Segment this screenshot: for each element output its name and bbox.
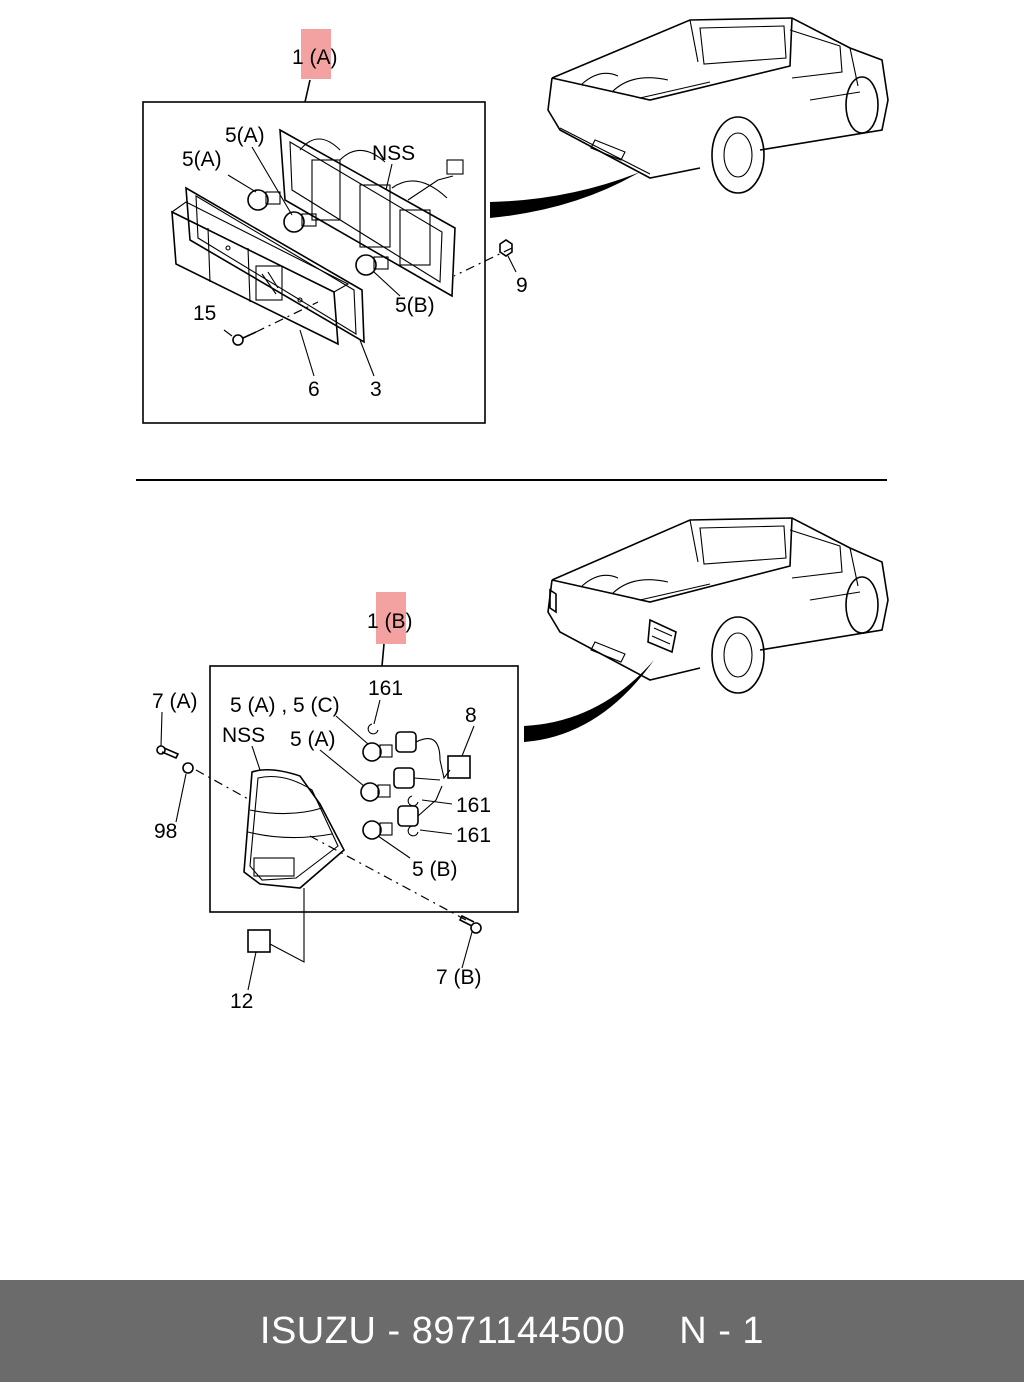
callout-b-8[interactable]: 161 bbox=[456, 824, 491, 847]
callout-b-7[interactable]: 161 bbox=[456, 794, 491, 817]
bulb-5a-center bbox=[283, 211, 317, 233]
assembly-a-frame bbox=[142, 101, 486, 424]
callout-a-1[interactable]: 5(A) bbox=[225, 124, 265, 147]
callout-b-9[interactable]: 5 (B) bbox=[412, 858, 458, 881]
bulb-5b bbox=[355, 254, 389, 276]
nut-9 bbox=[499, 239, 513, 257]
footer-separator: - bbox=[376, 1309, 412, 1352]
bulb-5a-mid bbox=[360, 782, 391, 802]
assembly-a-label[interactable]: 1 (A) bbox=[292, 46, 338, 69]
callout-a-6[interactable]: 6 bbox=[308, 378, 320, 401]
assembly-b: 1 (B) bbox=[152, 517, 889, 1013]
lamp-housing-a bbox=[279, 128, 464, 298]
pointer-wedge-a bbox=[490, 172, 640, 218]
callout-b-6[interactable]: 98 bbox=[154, 820, 177, 843]
lens-part-6 bbox=[170, 201, 350, 346]
tail-lamp-lens-b bbox=[243, 768, 346, 889]
label-highlight-a bbox=[301, 29, 331, 79]
pickup-truck-b-illustration bbox=[547, 517, 889, 694]
callout-a-7[interactable]: 3 bbox=[370, 378, 382, 401]
label-highlight-b bbox=[376, 592, 406, 644]
callout-b-0[interactable]: 7 (A) bbox=[152, 690, 198, 713]
callout-b-2[interactable]: 161 bbox=[368, 677, 403, 700]
bulb-5b-low bbox=[362, 820, 393, 840]
clip-161-top bbox=[367, 723, 379, 735]
bulb-5a-left bbox=[247, 189, 281, 211]
footer-bar: ISUZU - 8971144500 N - 1 bbox=[0, 1280, 1024, 1382]
assembly-a: 1 (A) bbox=[142, 17, 889, 424]
clip-161-mid bbox=[407, 795, 419, 807]
footer-page-indicator: N - 1 bbox=[679, 1309, 765, 1352]
callout-b-10[interactable]: 7 (B) bbox=[436, 966, 482, 989]
pointer-wedge-b bbox=[524, 660, 654, 742]
washer-98 bbox=[182, 762, 194, 774]
callout-a-3[interactable]: 9 bbox=[516, 274, 528, 297]
callout-b-4[interactable]: NSS bbox=[222, 724, 265, 747]
callout-a-5[interactable]: 15 bbox=[193, 302, 216, 325]
assembly-b-label[interactable]: 1 (B) bbox=[367, 610, 413, 633]
bolt-7b bbox=[458, 914, 482, 934]
callout-b-3[interactable]: 8 bbox=[465, 704, 477, 727]
callout-b-11[interactable]: 12 bbox=[230, 990, 253, 1013]
bolt-7a bbox=[156, 745, 180, 760]
callout-b-5[interactable]: 5 (A) bbox=[290, 728, 336, 751]
callout-a-2[interactable]: NSS bbox=[372, 142, 415, 165]
callout-a-0[interactable]: 5(A) bbox=[182, 148, 222, 171]
bulb-5a-top bbox=[362, 742, 393, 762]
screw-15 bbox=[232, 331, 257, 346]
footer-part-number: 8971144500 bbox=[411, 1309, 626, 1352]
assembly-b-frame bbox=[209, 665, 519, 913]
callout-a-4[interactable]: 5(B) bbox=[395, 294, 435, 317]
tail-lamp-highlight bbox=[647, 618, 677, 654]
callout-b-1[interactable]: 5 (A) , 5 (C) bbox=[230, 694, 340, 717]
clip-161-low bbox=[407, 825, 419, 837]
footer-brand: ISUZU bbox=[259, 1309, 377, 1352]
clip-12 bbox=[247, 929, 271, 953]
parts-diagram: 1 (A) bbox=[136, 17, 889, 1013]
socket-harness-8 bbox=[393, 731, 471, 827]
pickup-truck-a-illustration bbox=[547, 17, 889, 194]
